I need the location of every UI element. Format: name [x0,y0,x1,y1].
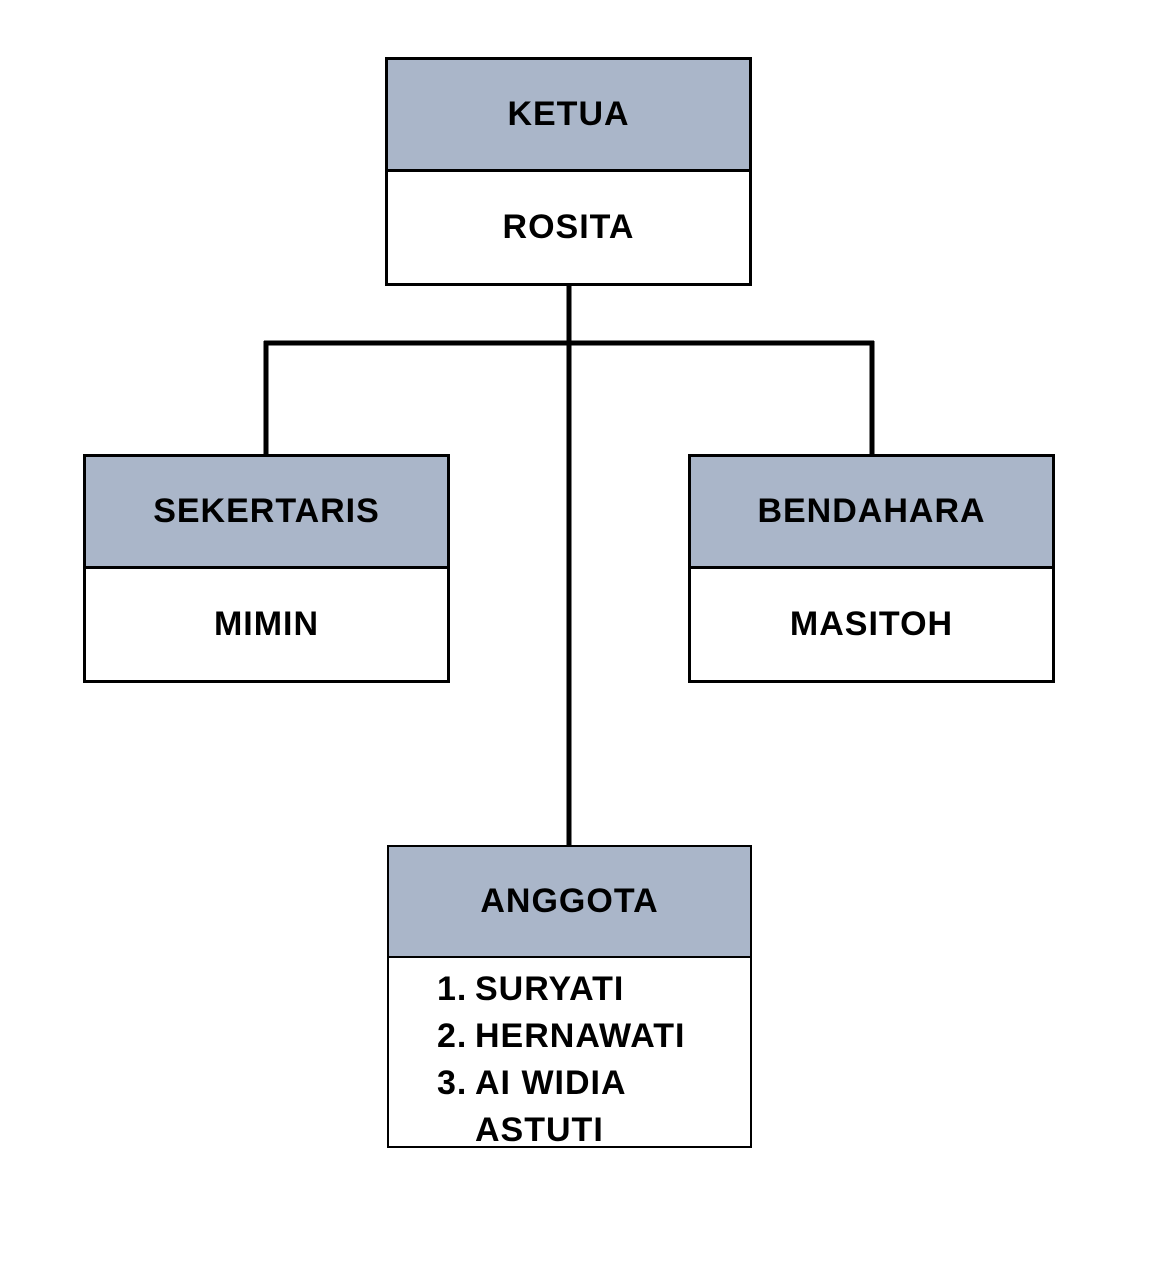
list-item: 1. SURYATI [437,966,750,1013]
member-name: AI WIDIA ASTUTI [475,1064,626,1149]
anggota-title: ANGGOTA [389,847,750,958]
list-item: 2. HERNAWATI [437,1013,750,1060]
sekertaris-box: SEKERTARIS MIMIN [83,454,450,683]
sekertaris-name: MIMIN [213,604,320,643]
anggota-box: ANGGOTA 1. SURYATI 2. HERNAWATI 3. AI WI… [387,845,752,1149]
member-number: 3. [437,1064,468,1102]
ketua-title: KETUA [388,60,749,172]
ketua-name: ROSITA [502,207,635,246]
member-number: 2. [437,1017,468,1055]
bendahara-name: MASITOH [789,604,954,643]
sekertaris-title: SEKERTARIS [86,457,447,569]
list-item: 3. AI WIDIA ASTUTI [437,1060,750,1154]
ketua-box: KETUA ROSITA [385,57,752,286]
bendahara-title: BENDAHARA [691,457,1052,569]
member-name: HERNAWATI [475,1017,686,1055]
member-name: SURYATI [475,970,625,1008]
anggota-member-list: 1. SURYATI 2. HERNAWATI 3. AI WIDIA ASTU… [389,958,750,1154]
bendahara-box: BENDAHARA MASITOH [688,454,1055,683]
member-number: 1. [437,970,468,1008]
